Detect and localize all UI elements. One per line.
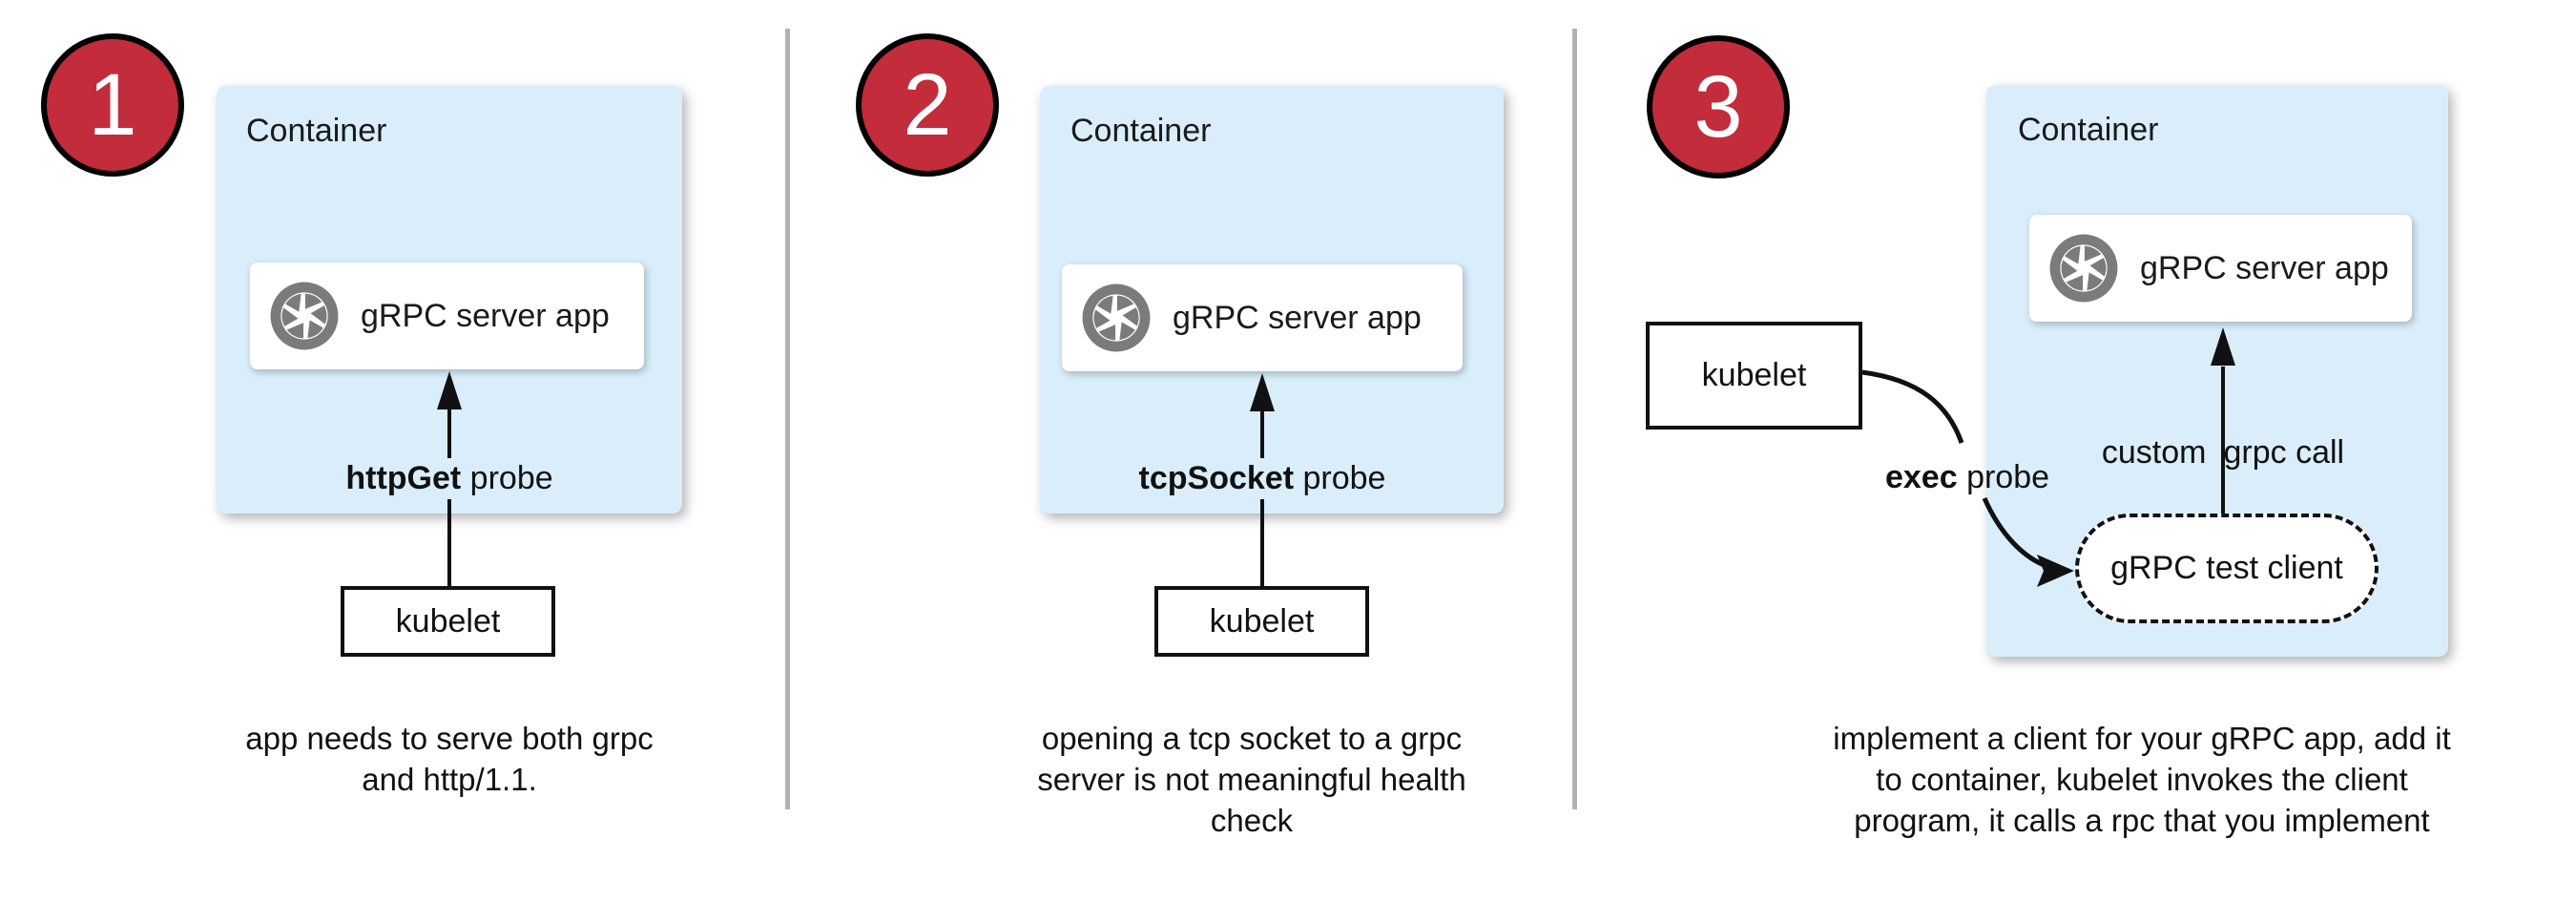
probe-word: probe	[461, 460, 553, 496]
kubelet-box: kubelet	[1154, 586, 1369, 657]
caption-line: implement a client for your gRPC app, ad…	[1833, 721, 2451, 756]
grpc-server-app-card: gRPC server app	[2029, 215, 2412, 322]
grpc-server-app-label: gRPC server app	[2140, 249, 2389, 286]
kubelet-box: kubelet	[341, 586, 555, 657]
container-label: Container	[2018, 112, 2159, 148]
kubelet-label: kubelet	[1209, 602, 1315, 640]
aperture-icon	[2049, 234, 2118, 303]
step-badge: 1	[41, 33, 184, 177]
container-label: Container	[246, 113, 387, 149]
container-label: Container	[1070, 113, 1212, 149]
custom-call-word: grpc call	[2223, 434, 2345, 471]
caption: opening a tcp socket to a grpc server is…	[1037, 718, 1465, 841]
exec-probe-label: exec probe	[1878, 457, 2057, 498]
probe-type: httpGet	[345, 460, 462, 496]
grpc-server-app-card: gRPC server app	[1062, 264, 1463, 371]
custom-grpc-call-label: custom grpc call	[2102, 434, 2344, 472]
panel-divider	[1572, 29, 1577, 809]
grpc-server-app-label: gRPC server app	[1173, 299, 1422, 336]
step-number: 1	[88, 56, 137, 154]
step-badge: 2	[856, 33, 999, 177]
probe-type: exec	[1884, 459, 1958, 495]
aperture-icon	[270, 282, 339, 350]
grpc-test-client-pill: gRPC test client	[2075, 514, 2379, 623]
caption: implement a client for your gRPC app, ad…	[1833, 718, 2450, 841]
kubelet-label: kubelet	[1701, 357, 1807, 393]
caption-line: server is not meaningful health	[1037, 762, 1466, 797]
kubelet-box: kubelet	[1646, 322, 1862, 430]
caption-line: to container, kubelet invokes the client	[1876, 762, 2408, 797]
step-number: 3	[1693, 58, 1743, 156]
probe-type: tcpSocket	[1138, 460, 1295, 496]
probe-label: tcpSocket probe	[1131, 458, 1394, 499]
caption-line: and http/1.1.	[362, 762, 537, 797]
caption-line: check	[1210, 803, 1294, 838]
caption: app needs to serve both grpc and http/1.…	[245, 718, 653, 800]
grpc-test-client-label: gRPC test client	[2110, 550, 2343, 586]
probe-label: httpGet probe	[338, 458, 561, 499]
kubelet-label: kubelet	[395, 602, 501, 640]
panel-divider	[785, 29, 790, 809]
grpc-server-app-card: gRPC server app	[250, 262, 644, 369]
grpc-server-app-label: gRPC server app	[361, 297, 610, 334]
caption-line: opening a tcp socket to a grpc	[1041, 721, 1463, 756]
step-badge: 3	[1647, 35, 1790, 178]
custom-call-word: custom	[2101, 434, 2207, 471]
caption-line: app needs to serve both grpc	[245, 721, 654, 756]
step-number: 2	[903, 56, 952, 154]
aperture-icon	[1082, 283, 1151, 352]
caption-line: program, it calls a rpc that you impleme…	[1854, 803, 2430, 838]
probe-word: probe	[1294, 460, 1386, 496]
probe-word: probe	[1957, 459, 2050, 495]
